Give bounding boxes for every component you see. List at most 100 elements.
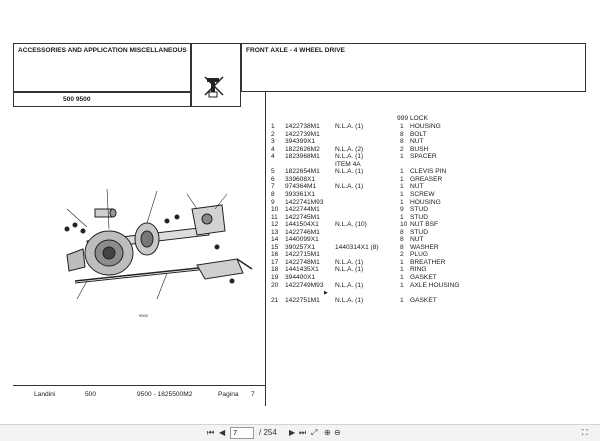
- part-number: 1822654M1: [285, 168, 320, 176]
- part-number: 1422744M1: [285, 206, 320, 214]
- row-qty: 10: [400, 221, 408, 229]
- part-number: 339608X1: [285, 175, 316, 183]
- fullscreen-icon[interactable]: ⛶: [582, 428, 588, 437]
- row-number: 17: [271, 258, 279, 266]
- footer-code: 9500 - 1825500M2: [137, 391, 193, 398]
- row-desc: NUT: [410, 138, 424, 146]
- zoom-out-icon[interactable]: ⊖: [334, 428, 341, 437]
- row-qty: 1: [400, 274, 404, 281]
- previous-page-icon[interactable]: ◀: [219, 428, 226, 437]
- total-pages-label: / 254: [259, 428, 277, 437]
- part-number: 390257X1: [285, 243, 316, 251]
- row-qty: 1: [400, 190, 404, 198]
- last-page-icon[interactable]: ⏭: [299, 428, 307, 437]
- part-number: 1422739M1: [285, 130, 320, 138]
- row-desc: WASHER: [410, 243, 439, 251]
- part-number: 1441435X1: [285, 266, 319, 274]
- left-panel-model: 500 9500: [63, 96, 91, 103]
- row-number: 10: [271, 206, 279, 214]
- row-number: 20: [271, 281, 279, 289]
- row-note-extra: ITEM 4A: [335, 160, 361, 168]
- part-number: 394400X1: [285, 274, 316, 281]
- row-qty: 2: [400, 145, 404, 153]
- part-number: 1422715M1: [285, 251, 320, 259]
- first-page-icon[interactable]: ⏮: [207, 428, 215, 437]
- row-qty: 1: [400, 123, 404, 130]
- part-number: 1422738M1: [285, 123, 320, 130]
- row-note: 1440314X1 (8): [335, 243, 379, 251]
- part-mark: ▶: [324, 290, 328, 297]
- row-desc: BUSH: [410, 145, 429, 153]
- fit-page-icon[interactable]: ⤢: [311, 428, 318, 437]
- row-number: 21: [271, 296, 279, 304]
- part-number: 1422751M1: [285, 296, 320, 304]
- row-number: 6: [271, 175, 275, 183]
- figure-ref-code: 9000: [139, 313, 149, 318]
- zoom-in-icon[interactable]: ⊕: [324, 428, 331, 437]
- row-note: N.L.A. (1): [335, 183, 364, 191]
- row-number: 1: [271, 123, 275, 130]
- row-number: 12: [271, 221, 279, 229]
- row-qty: 8: [400, 243, 404, 251]
- row-note: N.L.A. (10): [335, 221, 367, 229]
- row-number: 14: [271, 236, 279, 244]
- row-qty: 1: [400, 168, 404, 176]
- row-number: 18: [271, 266, 279, 274]
- row-desc: AXLE HOUSING: [410, 281, 460, 289]
- row-desc: CLEVIS PIN: [410, 168, 447, 176]
- part-number: 1422746M1: [285, 228, 320, 236]
- viewer-toolbar: ⏮ ◀ 7 / 254 ▶ ⏭ ⤢ ⊕ ⊖ ⛶: [0, 424, 600, 441]
- right-title-box: [241, 43, 586, 92]
- footer-brand: Landini: [34, 391, 56, 398]
- row-number: 3: [271, 138, 275, 146]
- footer-rule: [13, 385, 265, 386]
- symbol-box: [191, 43, 241, 107]
- left-title-box: [13, 43, 191, 92]
- row-qty: 9: [400, 206, 404, 214]
- row-number: 9: [271, 198, 275, 206]
- row-desc: NUT BSF: [410, 221, 439, 229]
- part-number: 1822626M2: [285, 145, 320, 153]
- row-number: 11: [271, 213, 278, 221]
- model-box: [13, 92, 191, 107]
- row-number: 5: [271, 168, 275, 176]
- part-number: 393361X1: [285, 190, 316, 198]
- footer-model: 500: [85, 391, 97, 398]
- row-number: 16: [271, 251, 279, 259]
- next-page-icon[interactable]: ▶: [289, 428, 296, 437]
- row-number: 2: [271, 130, 275, 138]
- row-desc: GASKET: [410, 274, 437, 281]
- row-desc: STUD: [410, 228, 428, 236]
- row-note: N.L.A. (1): [335, 281, 364, 289]
- row-desc: PLUG: [410, 251, 428, 259]
- row-desc: NUT: [410, 236, 424, 244]
- row-qty: 8: [400, 138, 404, 146]
- row-qty: 1: [400, 183, 404, 191]
- row-desc: GREASER: [410, 175, 443, 183]
- row-note: N.L.A. (1): [335, 123, 364, 130]
- row-desc: HOUSING: [410, 123, 441, 130]
- row-qty: 1: [400, 296, 404, 304]
- row-qty: 1: [400, 258, 404, 266]
- row-qty: 1: [400, 281, 404, 289]
- row-number: 15: [271, 243, 279, 251]
- row-qty: 1: [400, 175, 404, 183]
- row-qty: 1: [400, 213, 404, 221]
- part-number: 1422745M1: [285, 213, 320, 221]
- row-desc: BOLT: [410, 130, 427, 138]
- row-number: 4: [271, 145, 275, 153]
- part-number: 1422749M93: [285, 281, 324, 289]
- row-note: N.L.A. (1): [335, 258, 364, 266]
- row-qty: 1: [400, 198, 404, 206]
- row-note: N.L.A. (1): [335, 153, 364, 161]
- part-number: 1441504X1: [285, 221, 319, 229]
- footer-page-label: Pagina: [218, 391, 239, 398]
- row-desc: NUT: [410, 183, 424, 191]
- row-number: 13: [271, 228, 279, 236]
- row-note: N.L.A. (2): [335, 145, 364, 153]
- part-number: 1823968M1: [285, 153, 320, 161]
- page-number-input[interactable]: 7: [230, 427, 254, 439]
- column-divider: [265, 92, 266, 406]
- left-panel-title: ACCESSORIES AND APPLICATION MISCELLANEOU…: [18, 47, 187, 54]
- parts-header-desc: LOCK: [410, 115, 428, 122]
